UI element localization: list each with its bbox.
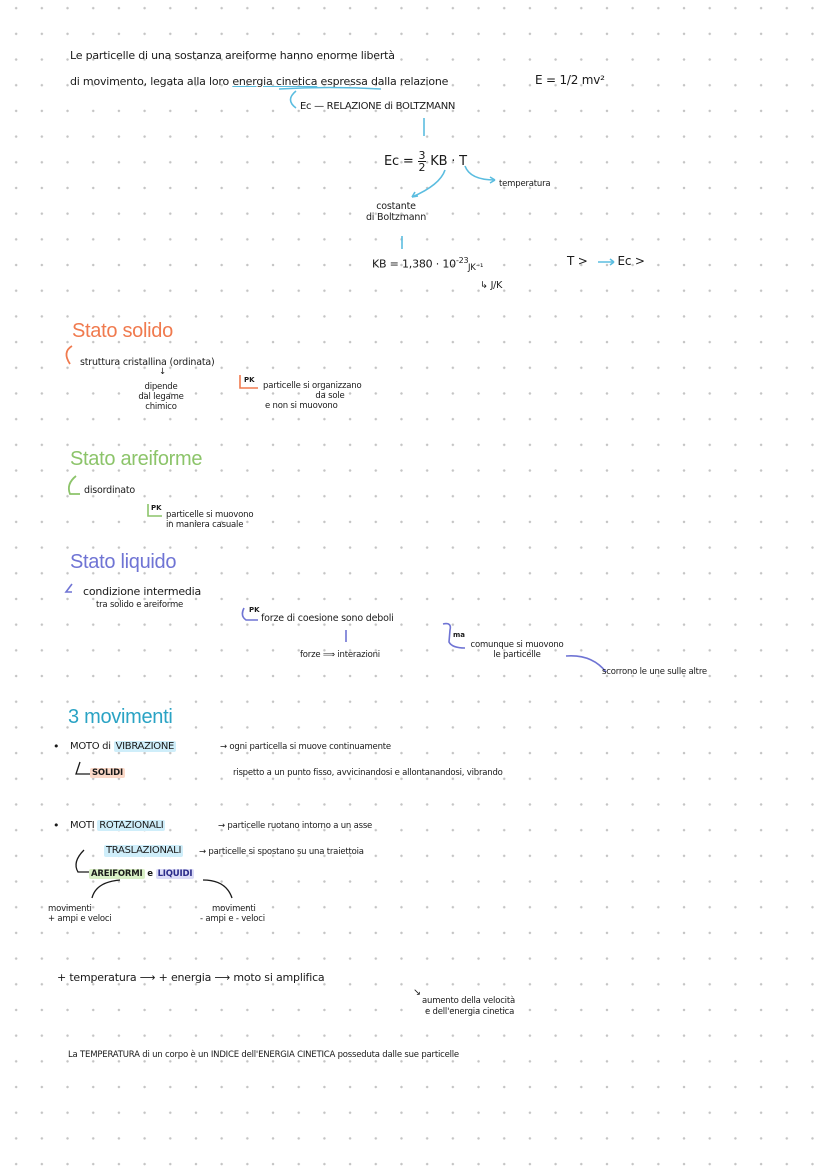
- ec-formula-right: KB · T: [430, 154, 467, 169]
- t-greater: T >: [567, 254, 588, 268]
- liquid-movements-line-1: movimenti: [212, 904, 256, 914]
- kinetic-energy-term: energia cinetica: [232, 75, 318, 88]
- solid-particles: particelle si organizzano da sole e non …: [255, 381, 405, 411]
- ec-formula-left: Ec =: [384, 154, 414, 169]
- ec-greater: Ec >: [617, 254, 645, 268]
- constant-label-line-1: costante: [376, 201, 416, 212]
- liquid-condition: condizione intermedia: [83, 585, 202, 598]
- temperature-result: aumento della velocità e dell'energia ci…: [422, 996, 515, 1017]
- bullet-vibration: •: [53, 740, 60, 753]
- gases-and-liquids: AREIFORMI e LIQUIDI: [89, 869, 195, 879]
- liquid-condition-2: tra solido e areiforme: [96, 600, 184, 610]
- temperature-conclusion: La TEMPERATURA di un corpo è un INDICE d…: [68, 1050, 459, 1060]
- vibration-highlight: VIBRAZIONE: [113, 741, 177, 752]
- t-ec-relation: T > → Ec >: [567, 254, 645, 268]
- vibration-desc-1: → ogni particella si muove continuamente: [220, 742, 391, 752]
- rotational-highlight: ROTAZIONALI: [97, 820, 166, 831]
- temperature-chain: + temperatura ⟶ + energia ⟶ moto si ampl…: [57, 971, 325, 984]
- intro-line-1: Le particelle di una sostanza areiforme …: [70, 49, 395, 62]
- depends-line-1: dipende: [144, 382, 178, 392]
- liquid-move-line-1: comunque si muovono: [470, 640, 564, 650]
- liquid-pk-tag: PK: [249, 606, 260, 614]
- arrow-right-icon: →: [598, 254, 608, 268]
- gas-particles-line-2: in maniera casuale: [166, 519, 244, 530]
- vibration-motion: MOTO di VIBRAZIONE: [70, 741, 177, 753]
- solid-particles-line-3: e non si muovono: [265, 400, 338, 411]
- solid-particles-line-2: da sole: [315, 390, 345, 401]
- boltzmann-constant-label: costante di Boltzmann: [360, 201, 432, 224]
- gas-particles-line-1: particelle si muovono: [166, 510, 254, 520]
- translational-highlight: TRASLAZIONALI: [104, 845, 184, 857]
- intro-line-2: di movimento, legata alla loro energia c…: [70, 75, 448, 88]
- liquid-movements: movimenti - ampi e - veloci: [200, 904, 265, 924]
- solid-structure: struttura cristallina (ordinata): [80, 357, 215, 368]
- fraction-numerator: 3: [417, 149, 427, 162]
- solid-pk-tag: PK: [244, 376, 255, 384]
- down-arrow-icon: ↓: [159, 367, 166, 377]
- gases-label: AREIFORMI: [89, 869, 145, 879]
- bullet-rotation: •: [53, 819, 60, 832]
- solid-particles-line-1: particelle si organizzano: [263, 381, 362, 391]
- ec-formula: Ec = 3 2 KB · T: [384, 150, 467, 173]
- gas-state-heading: Stato areiforme: [70, 448, 203, 470]
- liquid-move-line-2: le particelle: [493, 649, 541, 660]
- translational-desc: → particelle si spostano su una traietto…: [199, 847, 364, 857]
- kb-value: KB = 1,380 · 10-23: [372, 256, 469, 271]
- kb-unit: JK⁻¹: [468, 263, 484, 273]
- temperature-label: temperatura: [499, 179, 551, 189]
- fraction-denominator: 2: [418, 161, 426, 174]
- boltzmann-relation-label: Ec — RELAZIONE di BOLTZMANN: [300, 101, 456, 112]
- liquid-forces: forze di coesione sono deboli: [261, 613, 394, 624]
- vibration-prefix: MOTO di: [70, 741, 114, 752]
- solids-label: SOLIDI: [90, 768, 125, 779]
- intro-line-2-suffix: espressa dalla relazione: [317, 75, 449, 88]
- gas-movements-line-2: + ampi e veloci: [48, 914, 112, 925]
- gas-movements-line-1: movimenti: [48, 904, 92, 914]
- gas-movements: movimenti + ampi e veloci: [48, 904, 112, 924]
- liquids-label: LIQUIDI: [155, 869, 195, 879]
- down-right-arrow-icon: ↘: [413, 987, 421, 998]
- solid-depends: dipende dal legame chimico: [125, 382, 197, 412]
- liquid-state-heading: Stato liquido: [70, 551, 177, 573]
- gas-pk-tag: PK: [151, 504, 162, 512]
- liquid-move: comunque si muovono le particelle: [462, 640, 572, 661]
- rotational-desc: → particelle ruotano intorno a un asse: [218, 821, 373, 831]
- temperature-result-line-2: e dell'energia cinetica: [425, 1006, 515, 1017]
- rotational-motion: MOTI ROTAZIONALI: [70, 820, 166, 832]
- rotational-prefix: MOTI: [70, 820, 98, 831]
- temperature-result-line-1: aumento della velocità: [422, 996, 515, 1006]
- depends-line-3: chimico: [145, 401, 177, 412]
- ec-fraction: 3 2: [417, 149, 427, 174]
- gas-particles: particelle si muovono in maniera casuale: [166, 510, 254, 531]
- constant-label-line-2: di Boltzmann: [365, 212, 427, 224]
- intro-line-2-prefix: di movimento, legata alla loro: [70, 75, 233, 88]
- kb-value-base: KB = 1,380 · 10: [372, 257, 456, 271]
- kb-exponent: -23: [455, 256, 469, 265]
- liquid-forces-interactions: forze ⟹ interazioni: [300, 650, 380, 660]
- gas-state: disordinato: [84, 485, 136, 496]
- liquid-ma-tag: ma: [453, 631, 466, 639]
- liquid-slide: scorrono le une sulle altre: [602, 667, 707, 677]
- kb-unit-alt: ↳ J/K: [480, 280, 503, 291]
- and-label: e: [144, 869, 156, 879]
- movements-heading: 3 movimenti: [68, 706, 173, 728]
- liquid-movements-line-2: - ampi e - veloci: [200, 914, 265, 925]
- depends-line-2: dal legame: [138, 391, 184, 402]
- kinetic-energy-formula: E = 1/2 mv²: [535, 73, 605, 87]
- vibration-desc-2: rispetto a un punto fisso, avvicinandosi…: [233, 768, 503, 778]
- solid-state-heading: Stato solido: [72, 320, 173, 342]
